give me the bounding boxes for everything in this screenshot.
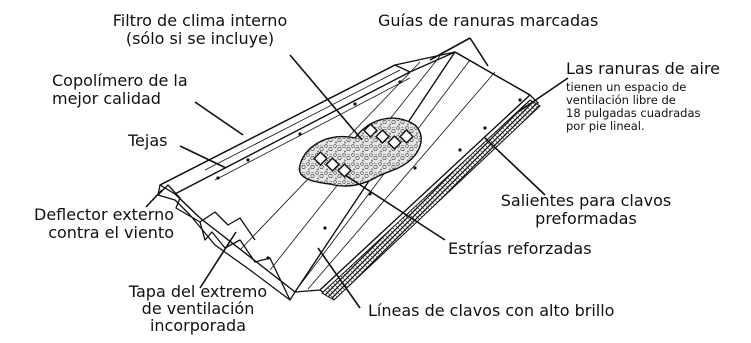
end-cap <box>157 184 296 301</box>
leader-guias-b <box>469 37 489 67</box>
nail-dot <box>368 192 372 196</box>
label-ranuras-body-3: 18 pulgadas cuadradas <box>566 106 701 120</box>
label-ranuras-body-4: por pie lineal. <box>566 119 645 133</box>
leader-ranuras <box>517 77 569 113</box>
leader-lineas <box>317 247 361 309</box>
label-copolimero-line1: Copolímero de la <box>52 71 188 90</box>
filter-ribs <box>313 123 414 178</box>
label-estrias: Estrías reforzadas <box>448 239 592 258</box>
label-deflector: Deflector externo contra el viento <box>6 206 174 242</box>
nail-dot <box>216 176 220 180</box>
label-copolimero: Copolímero de la mejor calidad <box>52 72 188 108</box>
ridge-groove <box>214 77 411 181</box>
nail-dot <box>353 102 357 106</box>
leader-lines <box>145 37 569 309</box>
label-ranuras: Las ranuras de aire tienen un espacio de… <box>566 60 720 133</box>
label-tapa-line1: Tapa del extremo <box>128 282 268 301</box>
label-deflector-line1: Deflector externo <box>34 205 174 224</box>
label-guias: Guías de ranuras marcadas <box>378 11 599 30</box>
nail-dots <box>216 80 522 260</box>
nail-dot <box>518 98 522 102</box>
leader-filtro <box>289 54 363 141</box>
label-filtro-line2: (sólo si se incluye) <box>125 29 275 48</box>
ridge-line <box>159 51 531 186</box>
leader-deflector <box>145 189 163 208</box>
ridge-groove <box>204 69 401 171</box>
nail-dot <box>398 80 402 84</box>
nail-dot <box>413 166 417 170</box>
label-lineas: Líneas de clavos con alto brillo <box>368 301 615 320</box>
leader-salientes <box>484 137 546 196</box>
nail-dot <box>458 148 462 152</box>
nail-dot <box>298 132 302 136</box>
label-ranuras-body-1: tienen un espacio de <box>566 80 687 94</box>
leader-estrias <box>344 174 446 241</box>
label-tapa-line3: incorporada <box>149 316 247 335</box>
nail-dot <box>323 226 327 230</box>
leader-tapa <box>199 231 237 289</box>
leader-copolimero <box>194 101 244 136</box>
label-salientes-line2: preformadas <box>535 209 637 228</box>
label-tapa: Tapa del extremo de ventilación incorpor… <box>108 283 288 334</box>
ridge-groove <box>307 71 496 290</box>
label-ranuras-title: Las ranuras de aire <box>566 59 721 78</box>
label-deflector-line2: contra el viento <box>48 223 174 242</box>
label-salientes-line1: Salientes para clavos <box>500 191 672 210</box>
label-filtro-line1: Filtro de clima interno <box>112 11 288 30</box>
nail-dot <box>483 126 487 130</box>
label-copolimero-line2: mejor calidad <box>52 89 161 108</box>
air-vent-mesh <box>321 99 541 301</box>
label-ranuras-body-2: ventilación libre de <box>566 93 676 107</box>
label-tapa-line2: de ventilación <box>141 299 255 318</box>
label-filtro: Filtro de clima interno (sólo si se incl… <box>100 12 300 48</box>
label-tejas: Tejas <box>128 131 168 150</box>
nail-dot <box>266 256 270 260</box>
leader-guias-a <box>429 37 471 61</box>
label-salientes: Salientes para clavos preformadas <box>486 192 686 228</box>
leader-tejas <box>179 145 227 169</box>
nail-dot <box>246 158 250 162</box>
